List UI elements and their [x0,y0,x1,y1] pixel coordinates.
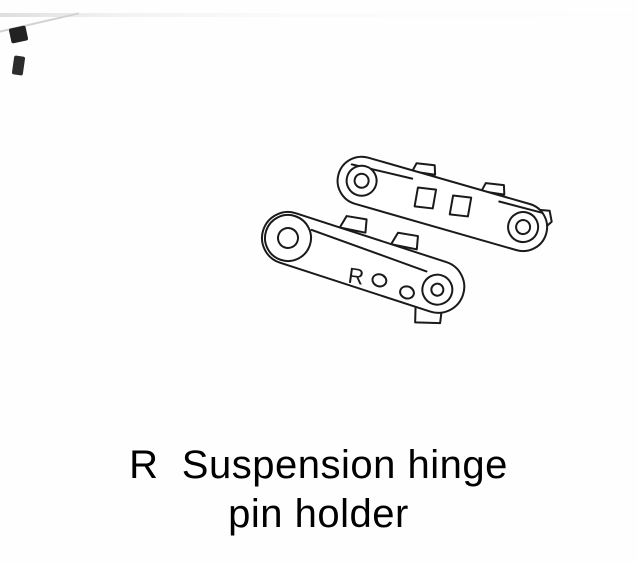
upper-holder-part [336,155,553,253]
part-marking-r: R [346,263,365,290]
caption: R Suspension hinge pin holder [0,441,637,539]
scan-streak-artifact [0,13,637,17]
caption-line-2: pin holder [228,492,409,537]
caption-line-1: R Suspension hinge [129,443,508,487]
lower-holder-part: R [261,211,466,325]
